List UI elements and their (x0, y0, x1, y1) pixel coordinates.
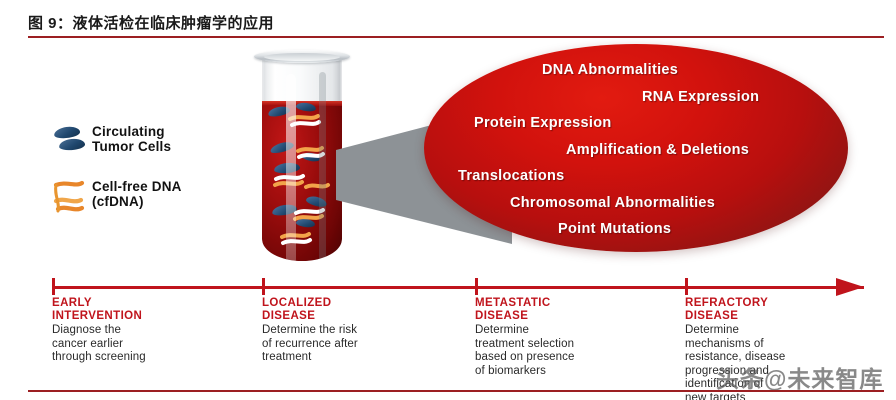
circulating-tumor-cells-icon (52, 122, 92, 164)
analysis-item: Amplification & Deletions (566, 141, 750, 158)
title-divider (28, 36, 884, 38)
tube-rim-inner (264, 53, 340, 61)
analysis-item: RNA Expression (642, 88, 760, 105)
timeline-axis (52, 286, 864, 289)
bottom-divider (28, 390, 884, 392)
analysis-item: Protein Expression (474, 115, 612, 132)
analysis-item: DNA Abnormalities (542, 62, 679, 79)
analysis-item: Translocations (458, 168, 565, 185)
timeline-tick (475, 278, 478, 295)
analysis-item: Chromosomal Abnormalities (510, 194, 716, 211)
blood-collection-tube (248, 46, 356, 266)
legend-item-cfdna-label: Cell-free DNA(cfDNA) (92, 179, 182, 209)
timeline-tick (52, 278, 55, 295)
legend-item-cfdna: Cell-free DNA(cfDNA) (52, 177, 182, 219)
watermark: 头条@未来智库 (716, 366, 884, 392)
blood-fill (262, 101, 342, 261)
cell-free-dna-icon (52, 177, 92, 219)
timeline-tick (685, 278, 688, 295)
analysis-item: Point Mutations (558, 221, 672, 238)
tube-body (262, 56, 342, 261)
timeline-tick (262, 278, 265, 295)
timeline-arrow-icon (836, 278, 864, 296)
analysis-bubble: DNA Abnormalities RNA Expression Protein… (424, 44, 848, 252)
figure-title: 图 9：液体活检在临床肿瘤学的应用 (28, 15, 275, 32)
